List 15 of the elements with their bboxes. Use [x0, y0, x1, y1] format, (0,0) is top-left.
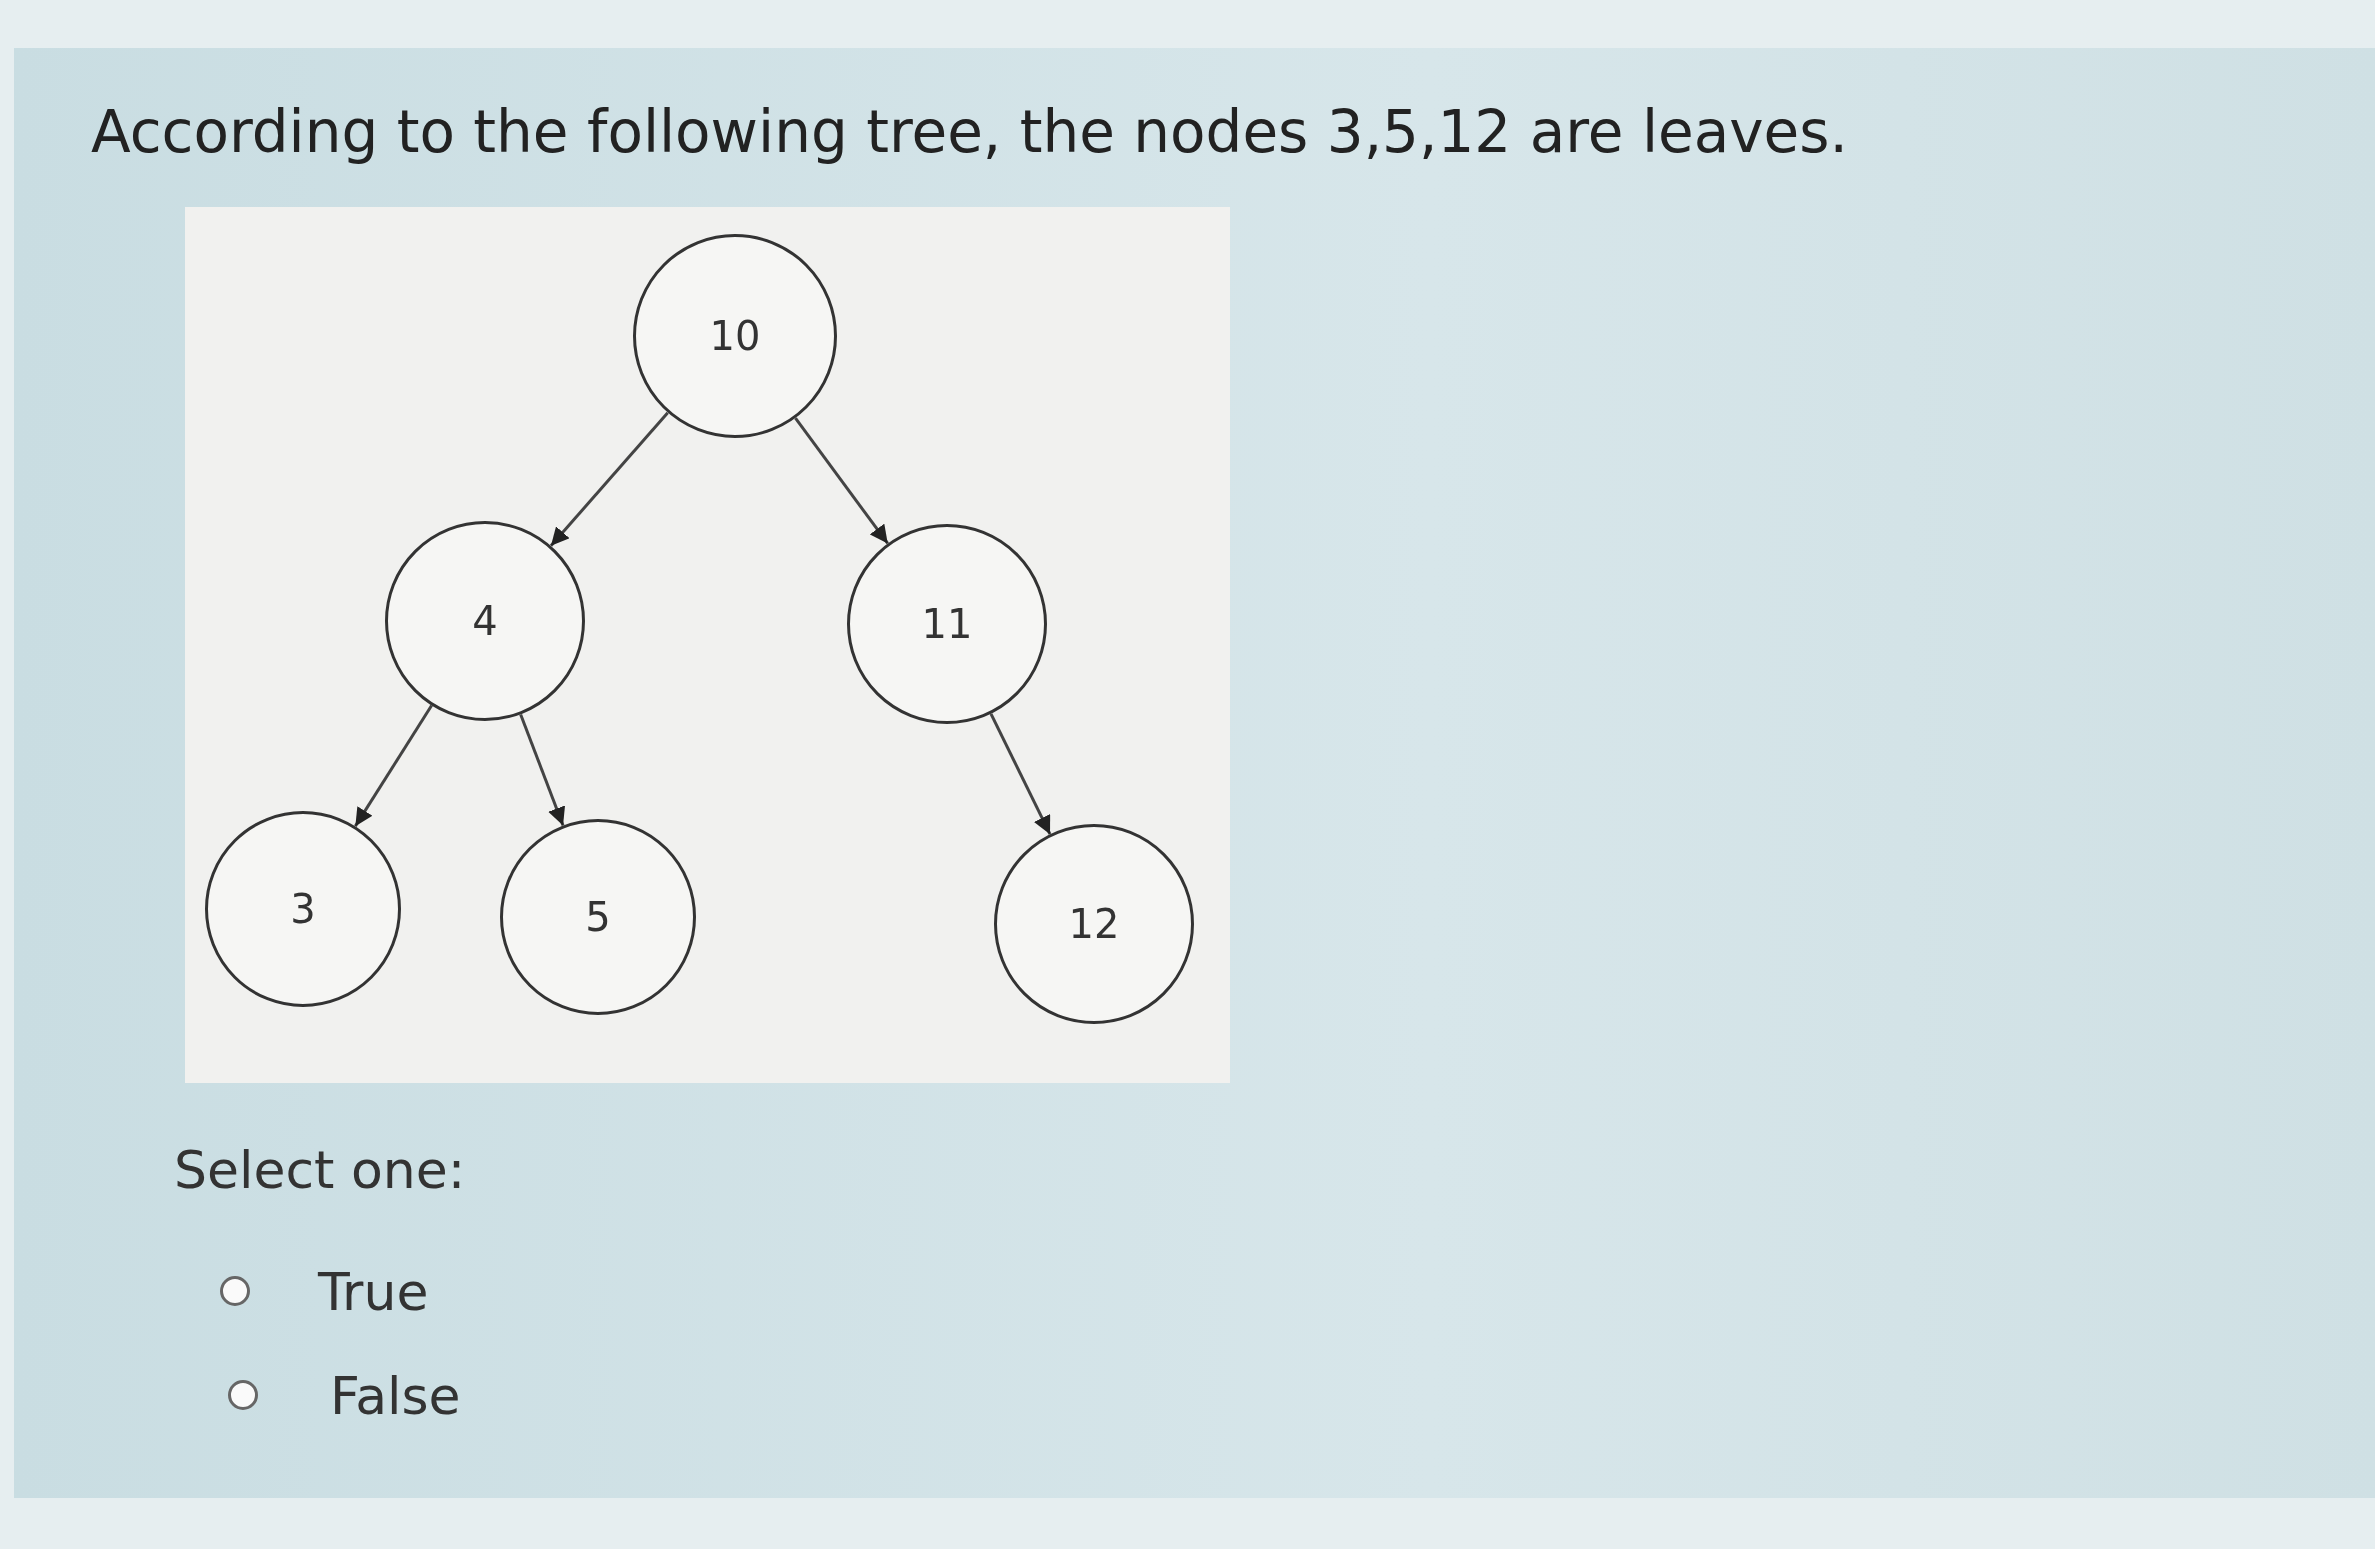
arrow — [519, 713, 566, 826]
node-value: 12 — [1068, 901, 1120, 947]
arrow — [549, 411, 669, 547]
arrow — [354, 704, 433, 827]
arrow — [989, 713, 1052, 835]
node-value: 11 — [921, 601, 973, 647]
arrow — [794, 417, 889, 545]
instruction-text: Select one: — [174, 1140, 466, 1200]
node-value: 10 — [709, 313, 761, 359]
option-label: False — [330, 1366, 461, 1426]
node-value: 4 — [472, 598, 498, 644]
question-text: According to the following tree, the nodes 3,5,12 are leaves. — [91, 98, 1848, 166]
node-value: 3 — [290, 886, 316, 932]
node-value: 5 — [585, 894, 611, 940]
option-label: True — [318, 1262, 429, 1322]
